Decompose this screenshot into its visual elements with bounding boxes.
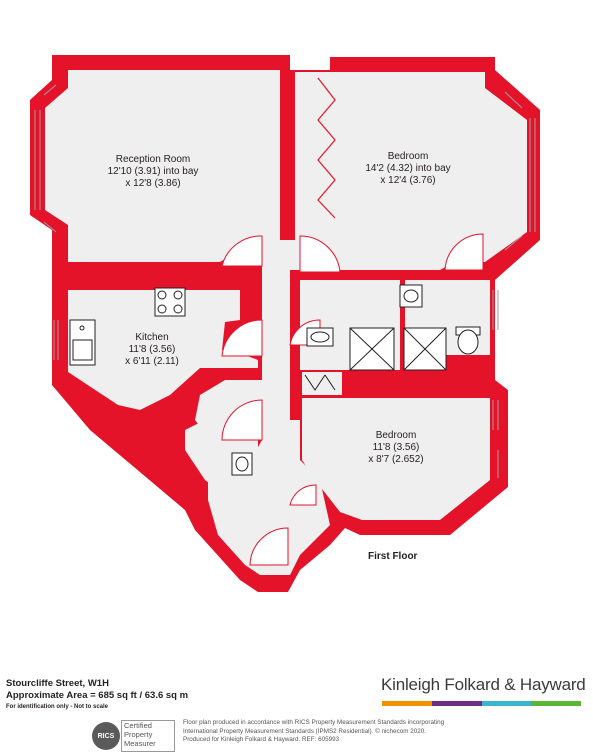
- rics-line: Certified: [124, 721, 152, 730]
- hob-icon: [154, 287, 186, 317]
- property-info: Stourcliffe Street, W1H Approximate Area…: [6, 678, 188, 712]
- room-dimension: x 6'11 (2.11): [125, 356, 179, 367]
- room-dimension: x 12'8 (3.86): [125, 178, 181, 189]
- disclaimer-line: Floor plan produced in accordance with R…: [183, 719, 445, 726]
- identification-note: For identification only - Not to scale: [6, 704, 109, 710]
- room-name: Reception Room: [115, 154, 191, 165]
- floor-label: First Floor: [368, 551, 418, 562]
- floor-plan: [30, 55, 540, 592]
- door-swings: [221, 233, 484, 566]
- rics-badge-frame: [121, 720, 175, 752]
- room-dimension: 14'2 (4.32) into bay: [365, 163, 451, 174]
- window-lines: [34, 84, 536, 478]
- rics-logo: RICS: [92, 722, 120, 750]
- wardrobe-doors: [317, 77, 336, 219]
- room-dimension: x 12'4 (3.76): [380, 175, 436, 186]
- room-name: Bedroom: [387, 151, 429, 162]
- room-dimension: 11'8 (3.56): [372, 442, 420, 453]
- brand-bar-segment: [531, 701, 581, 706]
- basin-icon: [231, 284, 423, 476]
- disclaimer: Floor plan produced in accordance with R…: [183, 719, 493, 745]
- brand-bar-segment: [382, 701, 432, 706]
- sink-icon: [69, 319, 96, 366]
- disclaimer-line: Produced for Kinleigh Folkard & Hayward.…: [183, 736, 340, 744]
- brand-bar-segment: [481, 701, 532, 706]
- rics-certified-text: Certified Property Measurer: [124, 721, 156, 748]
- bedroom-2-label: Bedroom 11'8 (3.56) x 8'7 (2.652): [368, 430, 423, 466]
- address: Stourcliffe Street, W1H: [6, 678, 109, 689]
- room-name: Bedroom: [375, 430, 417, 441]
- cupboard-doors: [304, 374, 336, 391]
- kitchen-label: Kitchen 11'8 (3.56) x 6'11 (2.11): [125, 332, 179, 368]
- room-dimension: 12'10 (3.91) into bay: [107, 166, 199, 177]
- room-dimension: 11'8 (3.56): [128, 344, 176, 355]
- brand-name: Kinleigh Folkard & Hayward: [381, 675, 586, 694]
- rics-line: Measurer: [124, 739, 156, 748]
- shower-icon: [349, 327, 447, 371]
- brand-bar-segment: [431, 701, 482, 706]
- approximate-area: Approximate Area = 685 sq ft / 63.6 sq m: [6, 690, 189, 701]
- bedroom-label: Bedroom 14'2 (4.32) into bay x 12'4 (3.7…: [365, 151, 450, 187]
- disclaimer-line: International Property Measurement Stand…: [183, 727, 426, 735]
- rics-line: Property: [124, 730, 153, 739]
- reception-room-label: Reception Room 12'10 (3.91) into bay x 1…: [108, 154, 199, 190]
- room-name: Kitchen: [135, 332, 169, 343]
- brand-color-bar: [382, 701, 581, 706]
- room-dimension: x 8'7 (2.652): [368, 454, 424, 465]
- toilet-icon: [455, 326, 481, 355]
